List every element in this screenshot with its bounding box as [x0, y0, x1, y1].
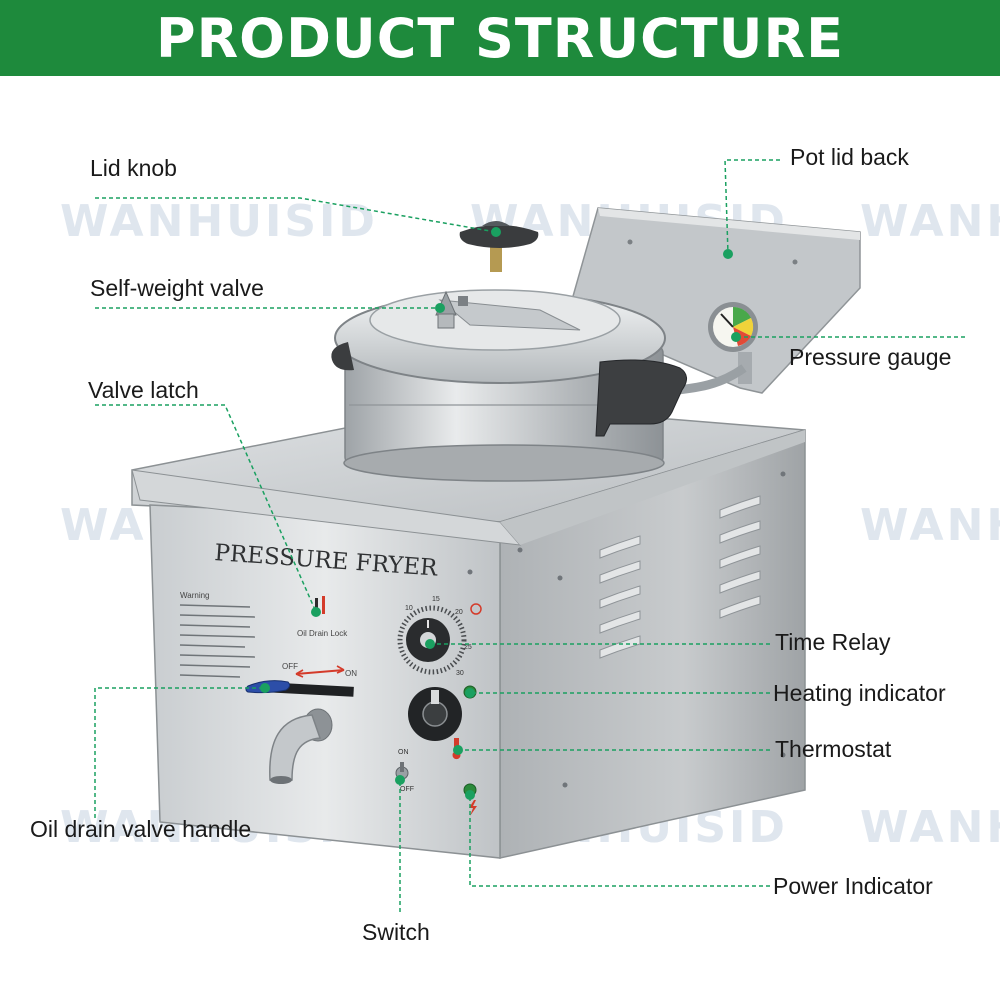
left-handle — [331, 342, 354, 371]
label-lid-knob: Lid knob — [90, 155, 177, 181]
pot-lid-back-plate — [567, 207, 861, 394]
label-switch: Switch — [362, 919, 430, 945]
timer-tick-label: 10 — [405, 605, 413, 612]
timer-tick-label: 20 — [455, 609, 463, 616]
oil-drain-lock-icon — [315, 596, 325, 616]
timer-tick-label: 25 — [464, 644, 472, 651]
side-vents — [599, 495, 761, 659]
label-self-weight-valve: Self-weight valve — [90, 275, 264, 301]
switch-off-label: OFF — [400, 786, 414, 793]
title-banner: PRODUCT STRUCTURE — [0, 0, 1000, 76]
drain-pipe — [269, 708, 333, 784]
thermostat-knob — [408, 687, 462, 741]
label-power-indicator: Power Indicator — [773, 873, 933, 899]
watermark-text: WANHUISID — [860, 500, 1000, 551]
drain-on-label: ON — [345, 669, 357, 678]
lid-knob — [459, 221, 539, 272]
power-lightning-icon — [469, 800, 477, 816]
switch-on-label: ON — [398, 749, 409, 756]
right-handle — [595, 359, 687, 437]
timer-tick-label: 30 — [456, 670, 464, 677]
label-heating-indicator: Heating indicator — [773, 680, 946, 706]
label-thermostat: Thermostat — [775, 736, 892, 762]
label-valve-latch: Valve latch — [88, 377, 199, 403]
callout-lines — [94, 159, 965, 912]
oil-drain-lock-label: Oil Drain Lock — [297, 629, 348, 638]
timer-tick-label: 15 — [432, 596, 440, 603]
warning-text-block — [179, 604, 256, 678]
drain-off-label: OFF — [282, 662, 298, 671]
timer-icon — [470, 603, 482, 615]
pressure-gauge — [708, 302, 758, 384]
watermark-text: WANHUISID — [860, 196, 1000, 247]
watermark-text: WANHUISID — [860, 802, 1000, 853]
watermark-text: WANHUISID — [60, 196, 378, 247]
label-pressure-gauge: Pressure gauge — [789, 344, 952, 370]
pot-lid — [334, 289, 666, 384]
label-pot-lid-back: Pot lid back — [790, 144, 909, 170]
warning-heading: Warning — [180, 591, 210, 600]
label-time-relay: Time Relay — [775, 629, 891, 655]
label-oil-drain-valve-handle: Oil drain valve handle — [30, 816, 252, 842]
callout-dots — [260, 227, 741, 800]
page-title: PRODUCT STRUCTURE — [156, 7, 844, 70]
